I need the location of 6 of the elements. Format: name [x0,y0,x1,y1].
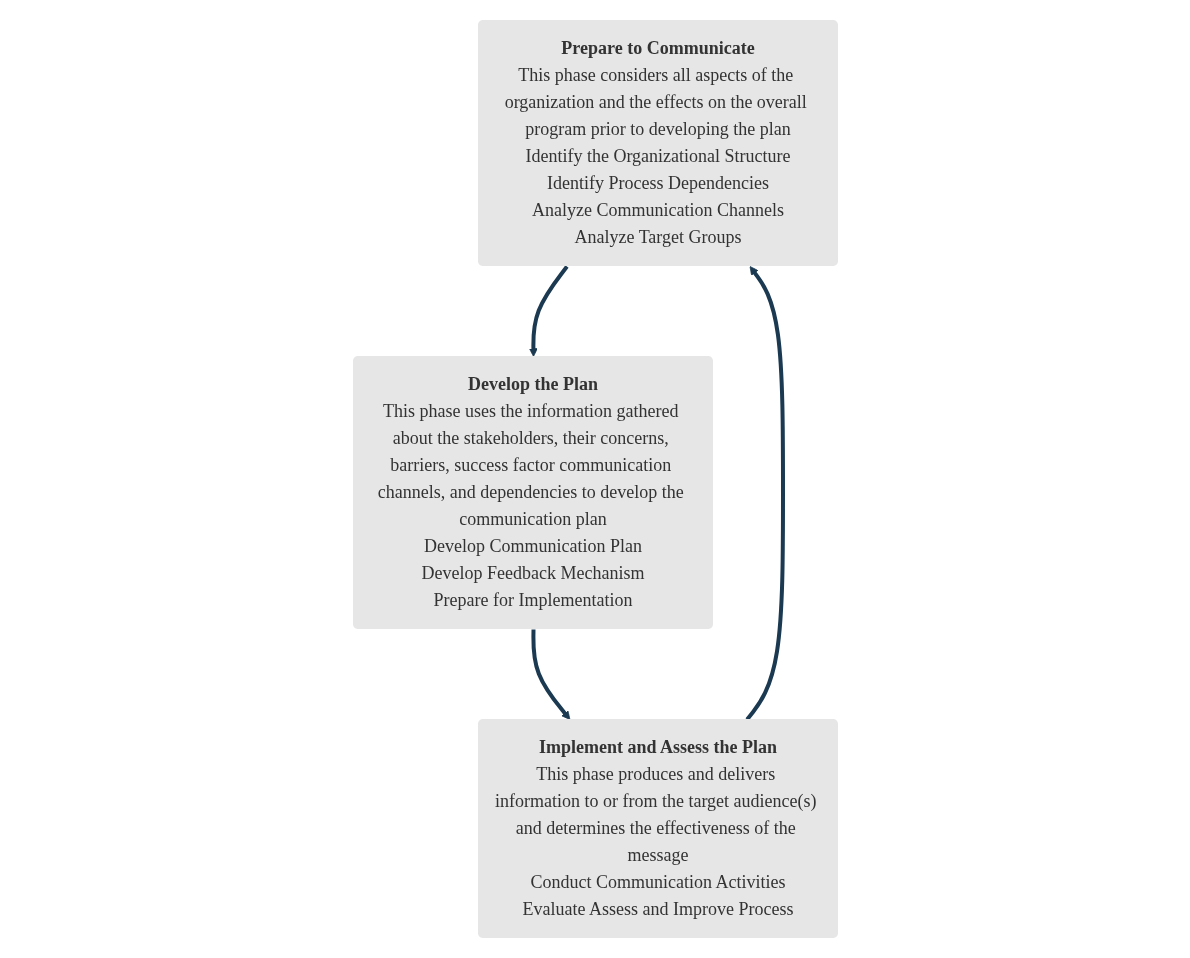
node-box: Prepare to Communicate This phase considers all aspects of the organization and the effects on the overall program prior to developing the plan Identify the Organizational Structure Identify Process Dependencies Analyze Communication Channels Analyze Target Groups [477,20,838,266]
arrow [528,265,569,357]
arrow [745,266,785,721]
node-box: Develop the Plan This phase uses the information gathered about the stakeholders, their concerns, barriers, success factor communication channels, and dependencies to develop the communication plan Develop Communication Plan Develop Feedback Mechanism Prepare for Implementation [352,356,713,629]
node-box: Implement and Assess the Plan This phase produces and delivers information to or from the target audience(s) and determines the effectiveness of the message Conduct Communication Activities Evaluate Assess and Improve Process [477,719,838,938]
arrow [530,629,570,720]
